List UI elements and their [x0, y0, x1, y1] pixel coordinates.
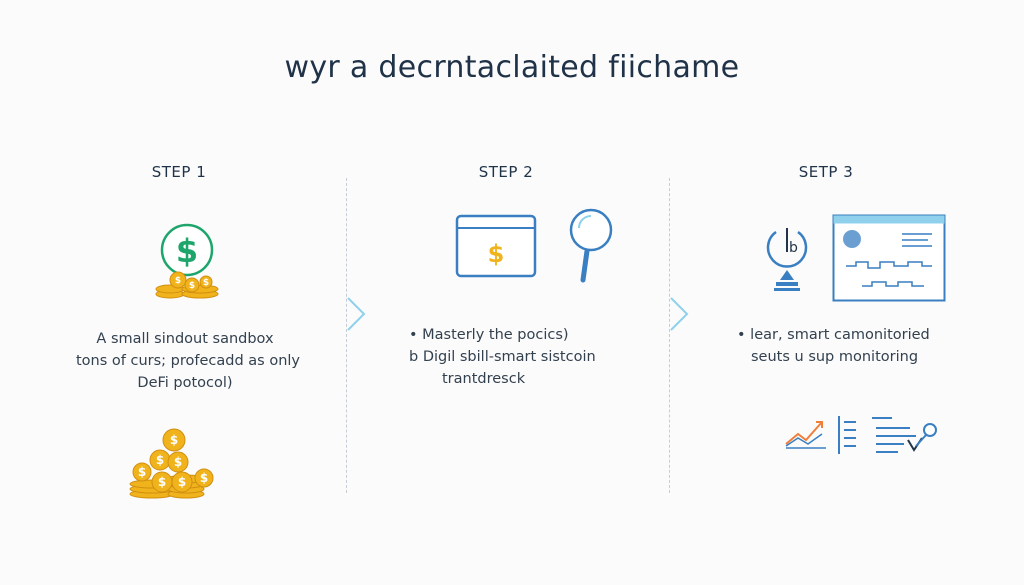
svg-text:$: $ — [200, 471, 208, 485]
dollar-circle-coins-icon: $ $ $ $ — [155, 223, 219, 299]
step-2-line-2: b Digil sbill-smart sistcoin — [409, 349, 596, 365]
chevron-right-icon — [670, 297, 689, 331]
page-title: wyr a decrntaclaited fiichame — [284, 50, 740, 85]
chevron-right-icon — [347, 297, 366, 331]
list-icon — [838, 416, 856, 454]
power-icon: b — [766, 228, 808, 291]
svg-text:$: $ — [138, 465, 146, 479]
svg-text:b: b — [789, 240, 798, 256]
svg-text:$: $ — [170, 433, 178, 447]
dashboard-window-icon — [832, 214, 946, 302]
svg-text:$: $ — [203, 278, 209, 288]
step-1-line-1: A small sindout sandbox — [96, 331, 274, 347]
checklist-icon — [872, 417, 937, 453]
svg-text:$: $ — [488, 240, 505, 268]
wallet-dollar-icon: $ — [455, 214, 537, 278]
step-3-line-1: • lear, smart camonitoried — [737, 327, 930, 343]
step-1-heading: STEP 1 — [151, 163, 207, 181]
divider-2 — [669, 178, 670, 493]
svg-text:$: $ — [189, 281, 195, 291]
svg-text:$: $ — [158, 475, 166, 489]
coin-stack-icon: $ $ $ $ $ $ $ — [129, 428, 214, 499]
step-2-line-3: trantdresck — [442, 371, 526, 387]
svg-text:$: $ — [174, 455, 182, 469]
svg-text:$: $ — [178, 475, 186, 489]
svg-text:$: $ — [176, 232, 198, 270]
step-1-description: A small sindout sandbox tons of curs; pr… — [76, 328, 301, 394]
step-3-line-2: seuts u sup monitoring — [751, 349, 919, 365]
svg-text:$: $ — [175, 276, 181, 286]
step-3-heading: SETP 3 — [798, 163, 854, 181]
divider-1 — [346, 178, 347, 493]
step-2-heading: STEP 2 — [478, 163, 534, 181]
step-2-description: • Masterly the pocics) b Digil sbill-sma… — [409, 324, 639, 390]
trend-chart-icon — [785, 421, 826, 449]
svg-text:$: $ — [156, 453, 164, 467]
magnifier-icon — [569, 208, 613, 283]
step-1-line-3: DeFi potocol) — [137, 375, 233, 391]
step-1-line-2: tons of curs; profecadd as only — [76, 353, 301, 369]
step-3-description: • lear, smart camonitoried seuts u sup m… — [737, 324, 947, 368]
step-2-line-1: • Masterly the pocics) — [409, 327, 569, 343]
